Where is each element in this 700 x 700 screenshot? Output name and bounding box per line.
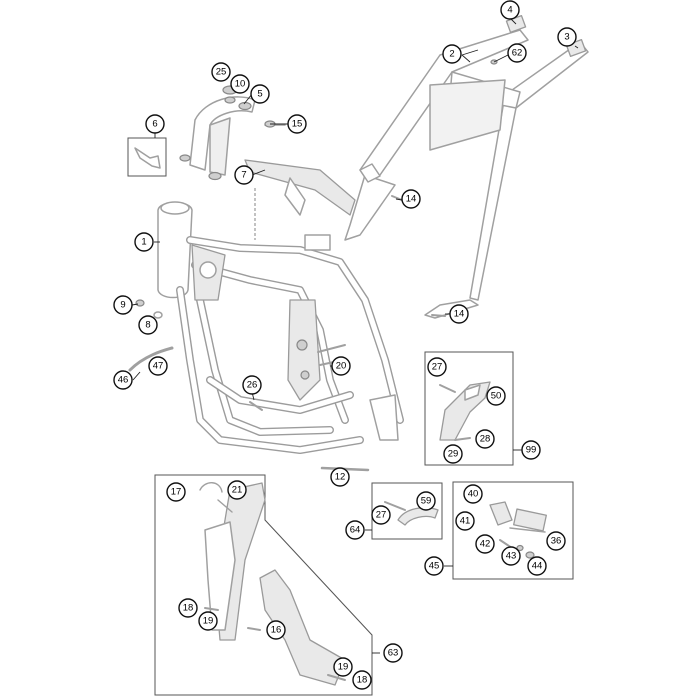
callout-43: 43 [501,546,521,566]
callout-44: 44 [527,556,547,576]
callout-4: 4 [500,0,520,20]
callout-15: 15 [287,114,307,134]
svg-text:9: 9 [120,300,125,311]
svg-text:46: 46 [118,375,129,386]
svg-text:28: 28 [480,434,491,445]
callout-18-left: 18 [178,598,198,618]
svg-text:10: 10 [235,79,246,90]
svg-text:14: 14 [454,309,465,320]
callout-10: 10 [230,74,250,94]
svg-text:25: 25 [216,67,227,78]
callout-25: 25 [211,62,231,82]
svg-text:40: 40 [468,489,479,500]
svg-text:4: 4 [507,5,512,16]
callout-29: 29 [443,444,463,464]
svg-text:62: 62 [512,48,523,59]
svg-text:45: 45 [429,561,440,572]
callout-45: 45 [424,556,444,576]
callout-18-bottom: 18 [352,670,372,690]
svg-text:27: 27 [376,510,387,521]
svg-text:19: 19 [203,616,214,627]
svg-text:18: 18 [357,675,368,686]
footpeg-box [452,481,574,580]
guide-slider-box [371,482,443,540]
svg-text:50: 50 [491,391,502,402]
callout-62: 62 [507,43,527,63]
callout-27-lower: 27 [371,505,391,525]
svg-text:6: 6 [152,119,157,130]
svg-text:26: 26 [247,380,258,391]
callout-41: 41 [455,511,475,531]
svg-text:17: 17 [171,487,182,498]
svg-text:16: 16 [271,625,282,636]
callout-bubbles: 1 2 3 4 5 6 7 8 9 10 12 14 14 15 16 17 1… [113,0,577,690]
callout-7: 7 [234,165,254,185]
svg-text:5: 5 [257,89,262,100]
callout-8: 8 [138,315,158,335]
svg-text:20: 20 [336,361,347,372]
clamp-part-drawing [127,137,167,177]
svg-text:47: 47 [153,361,164,372]
callout-14-lower: 14 [449,304,469,324]
callout-19-left: 19 [198,611,218,631]
svg-text:44: 44 [532,561,543,572]
callout-9: 9 [113,295,133,315]
svg-text:7: 7 [241,170,246,181]
rear-subframe-drawing [344,14,589,319]
svg-text:18: 18 [183,603,194,614]
svg-text:41: 41 [460,516,471,527]
callout-28: 28 [475,429,495,449]
callout-36: 36 [546,531,566,551]
chain-guide-box [424,351,514,466]
main-frame-drawing [157,201,404,454]
svg-text:3: 3 [564,32,569,43]
callout-12: 12 [330,467,350,487]
callout-27-upper: 27 [427,357,447,377]
callout-64: 64 [345,520,365,540]
svg-text:36: 36 [551,536,562,547]
svg-text:64: 64 [350,525,361,536]
callout-3: 3 [557,27,577,47]
callout-47: 47 [148,356,168,376]
svg-text:42: 42 [480,539,491,550]
callout-5: 5 [250,84,270,104]
callout-20: 20 [331,356,351,376]
svg-text:27: 27 [432,362,443,373]
callout-17: 17 [166,482,186,502]
svg-text:15: 15 [292,119,303,130]
callout-50: 50 [486,386,506,406]
callout-99: 99 [521,440,541,460]
callout-16: 16 [266,620,286,640]
callout-59: 59 [416,491,436,511]
callout-6: 6 [145,114,165,134]
callout-19-bottom: 19 [333,657,353,677]
svg-text:63: 63 [388,648,399,659]
svg-text:12: 12 [335,472,346,483]
callout-2: 2 [442,44,462,64]
tank-bracket-drawing [244,159,356,240]
callout-46: 46 [113,370,133,390]
seat-bracket-drawing [179,85,286,181]
callout-63: 63 [383,643,403,663]
svg-text:29: 29 [448,449,459,460]
svg-text:8: 8 [145,320,150,331]
svg-text:99: 99 [526,445,537,456]
svg-text:14: 14 [406,194,417,205]
svg-text:2: 2 [449,49,454,60]
svg-text:19: 19 [338,662,349,673]
svg-text:1: 1 [141,237,146,248]
callout-40: 40 [463,484,483,504]
svg-text:43: 43 [506,551,517,562]
callout-26: 26 [242,375,262,395]
callout-14-upper: 14 [401,189,421,209]
svg-text:59: 59 [421,496,432,507]
callout-1: 1 [134,232,154,252]
svg-text:21: 21 [232,485,243,496]
callout-21: 21 [227,480,247,500]
callout-42: 42 [475,534,495,554]
